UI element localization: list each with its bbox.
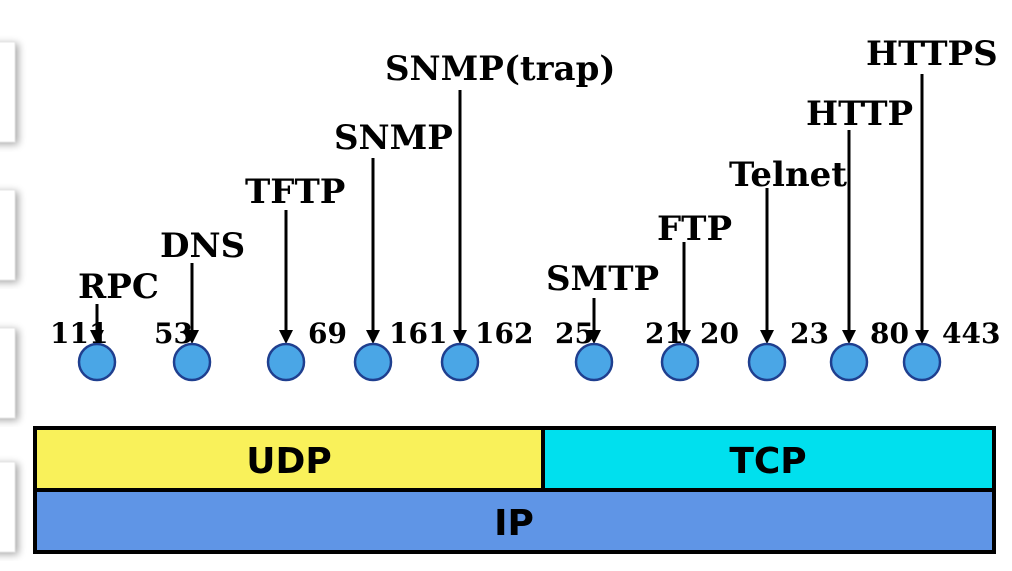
tcp-layer-label: TCP — [729, 441, 806, 482]
protocol-label-dns: DNS — [160, 226, 245, 266]
port-circle-ftp — [660, 342, 700, 382]
protocol-label-snmp: SNMP — [334, 118, 453, 158]
port-number-23: 23 — [790, 317, 829, 350]
arrowhead-dns — [185, 330, 199, 344]
udp-ports: RPC 111 DNS 53 TFTP 69 — [50, 49, 615, 382]
port-circle-snmp-trap — [440, 342, 480, 382]
port-https: HTTPS 443 — [866, 34, 1000, 382]
protocol-label-http: HTTP — [806, 94, 913, 134]
port-ftp: FTP 21 20 — [645, 209, 739, 382]
port-http: HTTP 80 — [806, 94, 913, 382]
port-smtp: SMTP 25 — [546, 259, 659, 382]
arrowhead-snmp-trap — [453, 330, 467, 344]
protocol-label-smtp: SMTP — [546, 259, 659, 299]
port-circle-http — [829, 342, 869, 382]
tcp-ports: SMTP 25 FTP 21 20 Telnet 23 — [546, 34, 1000, 382]
arrowhead-ftp — [677, 330, 691, 344]
port-rpc: RPC 111 — [50, 267, 159, 382]
ip-layer-box — [33, 488, 996, 554]
port-number-20: 20 — [700, 317, 739, 350]
protocol-label-telnet: Telnet — [729, 155, 847, 195]
port-number-162: 162 — [475, 317, 533, 350]
protocol-label-https: HTTPS — [866, 34, 998, 74]
port-number-111: 111 — [50, 317, 108, 350]
port-snmp-trap: SNMP(trap) 162 — [385, 49, 615, 382]
side-thumbnail — [0, 327, 16, 419]
port-circle-smtp — [574, 342, 614, 382]
side-thumbnails — [0, 41, 16, 553]
arrowhead-https — [915, 330, 929, 344]
arrowhead-rpc — [90, 330, 104, 344]
protocol-label-rpc: RPC — [78, 267, 159, 307]
udp-layer-label: UDP — [246, 441, 332, 482]
port-number-161: 161 — [389, 317, 447, 350]
port-dns: DNS 53 — [154, 226, 245, 382]
arrowhead-telnet — [760, 330, 774, 344]
arrowhead-http — [842, 330, 856, 344]
port-number-69: 69 — [308, 317, 347, 350]
protocol-label-tftp: TFTP — [245, 172, 345, 212]
arrowhead-smtp — [587, 330, 601, 344]
protocol-label-ftp: FTP — [657, 209, 732, 249]
arrowhead-tftp — [279, 330, 293, 344]
port-circle-rpc — [77, 342, 117, 382]
protocol-label-snmp-trap: SNMP(trap) — [385, 49, 615, 89]
port-number-53: 53 — [154, 317, 193, 350]
port-number-443: 443 — [942, 317, 1000, 350]
port-circle-snmp — [353, 342, 393, 382]
protocol-stack: UDP TCP IP — [33, 426, 996, 554]
port-circle-https — [902, 342, 942, 382]
ip-layer-label: IP — [494, 503, 534, 544]
port-number-21: 21 — [645, 317, 684, 350]
port-tftp: TFTP 69 — [245, 172, 347, 382]
side-thumbnail — [0, 41, 16, 143]
side-thumbnail — [0, 461, 16, 553]
side-thumbnail — [0, 189, 16, 281]
arrowhead-snmp — [366, 330, 380, 344]
port-telnet: Telnet 23 — [729, 155, 847, 382]
port-number-25: 25 — [555, 317, 594, 350]
port-snmp: SNMP 161 — [334, 118, 453, 382]
udp-layer-box — [33, 426, 545, 492]
port-circle-tftp — [266, 342, 306, 382]
port-circle-telnet — [747, 342, 787, 382]
port-circle-dns — [172, 342, 212, 382]
port-number-80: 80 — [870, 317, 909, 350]
